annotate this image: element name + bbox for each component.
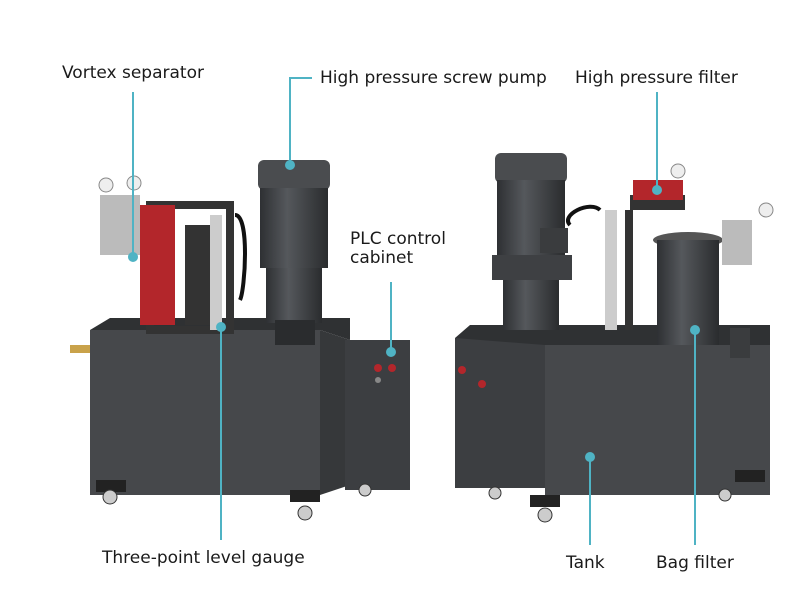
right-unit	[455, 153, 774, 523]
label-vortex-separator: Vortex separator	[62, 63, 204, 83]
label-bag-filter: Bag filter	[656, 553, 734, 573]
label-tank: Tank	[566, 553, 605, 573]
label-plc-line2: cabinet	[350, 248, 414, 268]
label-level-gauge: Three-point level gauge	[102, 548, 305, 568]
leader-dots	[128, 160, 700, 462]
label-hp-filter: High pressure filter	[575, 68, 738, 88]
plc-cabinet-right	[455, 338, 545, 488]
left-unit	[70, 160, 410, 521]
leader-lines	[132, 77, 696, 545]
label-plc-line1: PLC control	[350, 229, 446, 249]
label-screw-pump: High pressure screw pump	[320, 68, 547, 88]
plc-cabinet-left	[345, 340, 410, 490]
